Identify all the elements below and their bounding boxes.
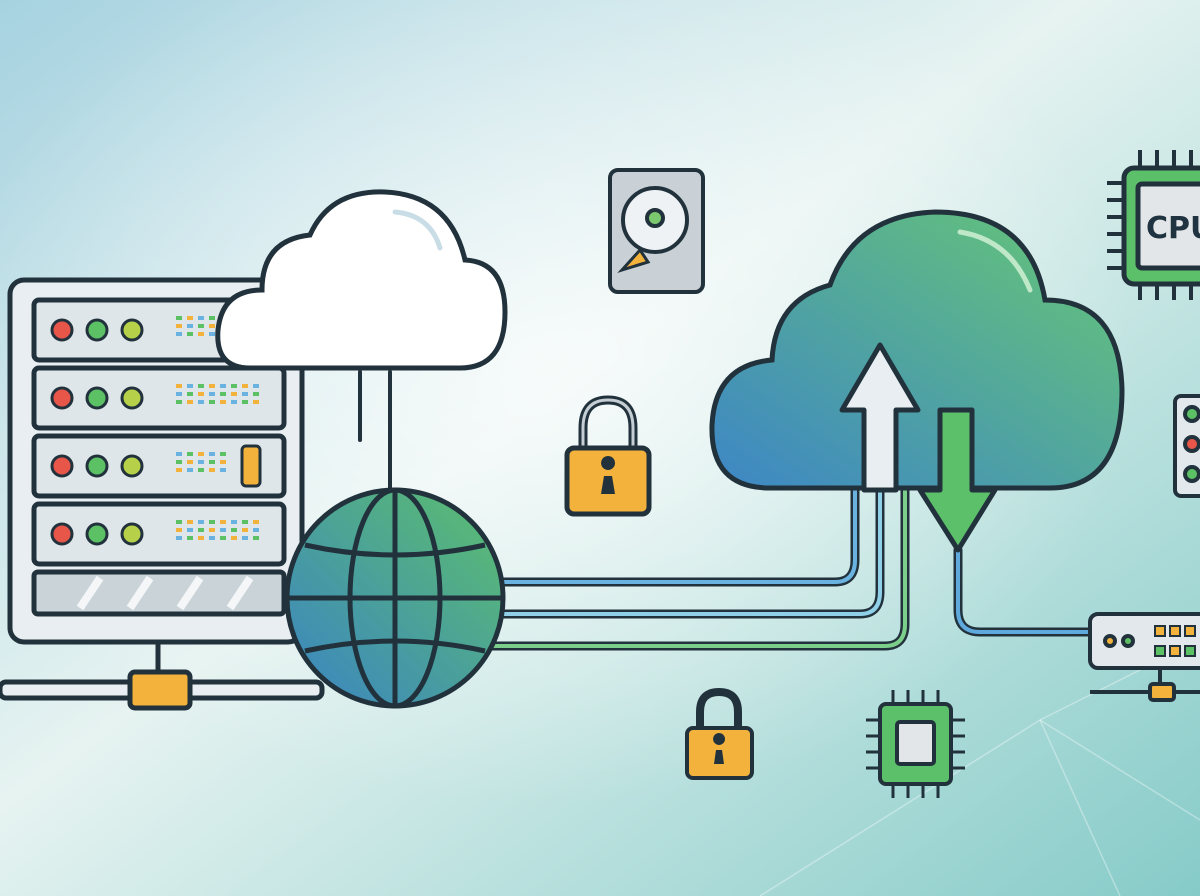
led-dot bbox=[176, 452, 182, 456]
led-dot bbox=[220, 468, 226, 472]
led-dot bbox=[242, 400, 248, 404]
led-dot bbox=[187, 332, 193, 336]
led-dot bbox=[220, 400, 226, 404]
led-dot bbox=[209, 528, 215, 532]
led-dot bbox=[198, 460, 204, 464]
led-dot bbox=[242, 520, 248, 524]
led-dot bbox=[209, 332, 215, 336]
microchip-icon bbox=[866, 690, 965, 798]
led-dot bbox=[198, 392, 204, 396]
led-dot bbox=[253, 392, 259, 396]
led-dot bbox=[242, 536, 248, 540]
led-dot bbox=[187, 468, 193, 472]
led-dot bbox=[187, 392, 193, 396]
led-dot bbox=[176, 460, 182, 464]
led-dot bbox=[198, 400, 204, 404]
led-dot bbox=[231, 536, 237, 540]
led-dot bbox=[176, 392, 182, 396]
led-dot bbox=[198, 468, 204, 472]
led-dot bbox=[253, 400, 259, 404]
led-dot bbox=[176, 400, 182, 404]
led-dot bbox=[187, 452, 193, 456]
led-dot bbox=[209, 384, 215, 388]
padlock-icon bbox=[564, 395, 652, 517]
led-dot bbox=[187, 520, 193, 524]
led-dot bbox=[220, 520, 226, 524]
led-dot bbox=[176, 520, 182, 524]
server-rack-icon bbox=[0, 277, 325, 711]
led-dot bbox=[176, 324, 182, 328]
led-dot bbox=[209, 468, 215, 472]
hard-drive-icon bbox=[608, 168, 705, 294]
led-dot bbox=[198, 452, 204, 456]
network-switch-icon bbox=[1088, 612, 1200, 702]
led-dot bbox=[187, 400, 193, 404]
led-dot bbox=[253, 536, 259, 540]
led-dot bbox=[220, 536, 226, 540]
led-dot bbox=[253, 520, 259, 524]
cpu-label: CPU bbox=[1146, 211, 1200, 246]
led-dot bbox=[198, 316, 204, 320]
cpu-chip-icon bbox=[1107, 150, 1200, 300]
led-dot bbox=[253, 528, 259, 532]
led-dot bbox=[220, 384, 226, 388]
led-dot bbox=[220, 392, 226, 396]
padlock-icon bbox=[685, 687, 754, 780]
led-dot bbox=[176, 536, 182, 540]
led-dot bbox=[187, 536, 193, 540]
led-dot bbox=[198, 536, 204, 540]
led-dot bbox=[198, 520, 204, 524]
led-dot bbox=[176, 528, 182, 532]
led-dot bbox=[209, 392, 215, 396]
led-dot bbox=[187, 460, 193, 464]
led-dot bbox=[198, 332, 204, 336]
led-dot bbox=[220, 452, 226, 456]
led-dot bbox=[198, 324, 204, 328]
led-dot bbox=[231, 392, 237, 396]
led-dot bbox=[209, 324, 215, 328]
led-dot bbox=[209, 536, 215, 540]
led-dot bbox=[176, 468, 182, 472]
led-dot bbox=[198, 528, 204, 532]
led-dot bbox=[231, 400, 237, 404]
led-dot bbox=[231, 384, 237, 388]
download-arrow-icon bbox=[917, 407, 998, 553]
led-dot bbox=[231, 520, 237, 524]
led-dot bbox=[187, 324, 193, 328]
led-dot bbox=[187, 316, 193, 320]
upload-cloud-icon bbox=[709, 209, 1125, 491]
led-dot bbox=[209, 460, 215, 464]
server-icon bbox=[1173, 394, 1200, 498]
led-dot bbox=[253, 384, 259, 388]
led-dot bbox=[176, 384, 182, 388]
led-dot bbox=[242, 528, 248, 532]
upload-arrow-icon bbox=[839, 342, 921, 493]
network-mesh-lines bbox=[759, 639, 1200, 896]
led-dot bbox=[209, 316, 215, 320]
led-dot bbox=[209, 400, 215, 404]
led-dot bbox=[187, 384, 193, 388]
led-dot bbox=[209, 452, 215, 456]
led-dot bbox=[187, 528, 193, 532]
led-dot bbox=[176, 316, 182, 320]
data-cables bbox=[243, 370, 1100, 651]
led-dot bbox=[209, 520, 215, 524]
status-led-grid bbox=[176, 316, 259, 540]
led-dot bbox=[220, 460, 226, 464]
led-dot bbox=[242, 384, 248, 388]
led-dot bbox=[242, 392, 248, 396]
led-dot bbox=[176, 332, 182, 336]
globe-icon bbox=[284, 487, 506, 709]
led-dot bbox=[220, 528, 226, 532]
led-dot bbox=[198, 384, 204, 388]
led-dot bbox=[231, 528, 237, 532]
